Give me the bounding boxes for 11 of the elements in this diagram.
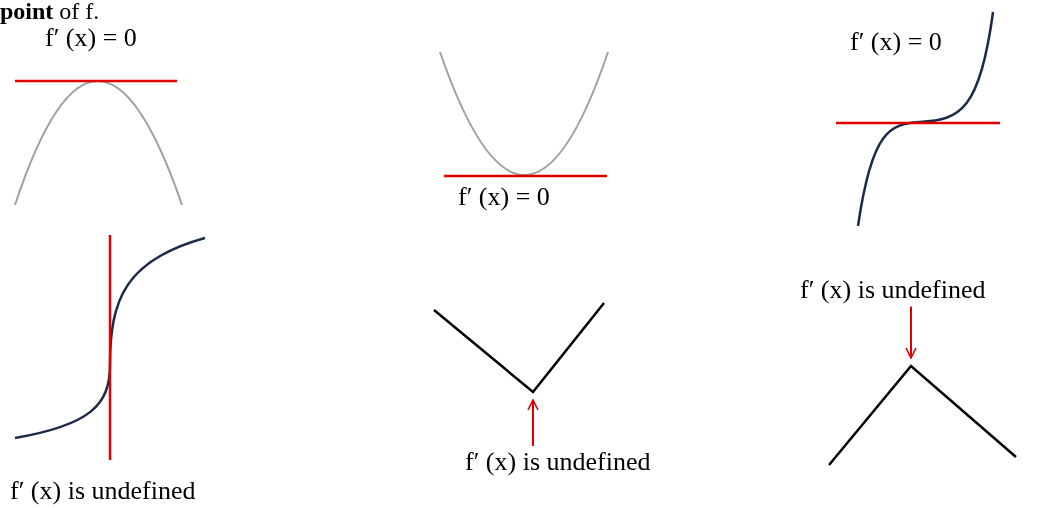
heading-text: point of f. bbox=[0, 0, 100, 25]
formula-text: f′ (x) = 0 bbox=[458, 183, 550, 212]
formula-text: f′ (x) is undefined bbox=[10, 477, 196, 506]
formula-text: f′ (x) = 0 bbox=[850, 28, 942, 57]
annotation-text: f′ (x) is undefined bbox=[465, 448, 651, 477]
arrow bbox=[905, 305, 917, 359]
formula-text: f′ (x) = 0 bbox=[45, 24, 137, 53]
corner-line bbox=[828, 364, 1017, 466]
corner-line bbox=[433, 302, 605, 394]
annotation-text: f′ (x) is undefined bbox=[800, 276, 986, 305]
arrow bbox=[527, 399, 539, 447]
